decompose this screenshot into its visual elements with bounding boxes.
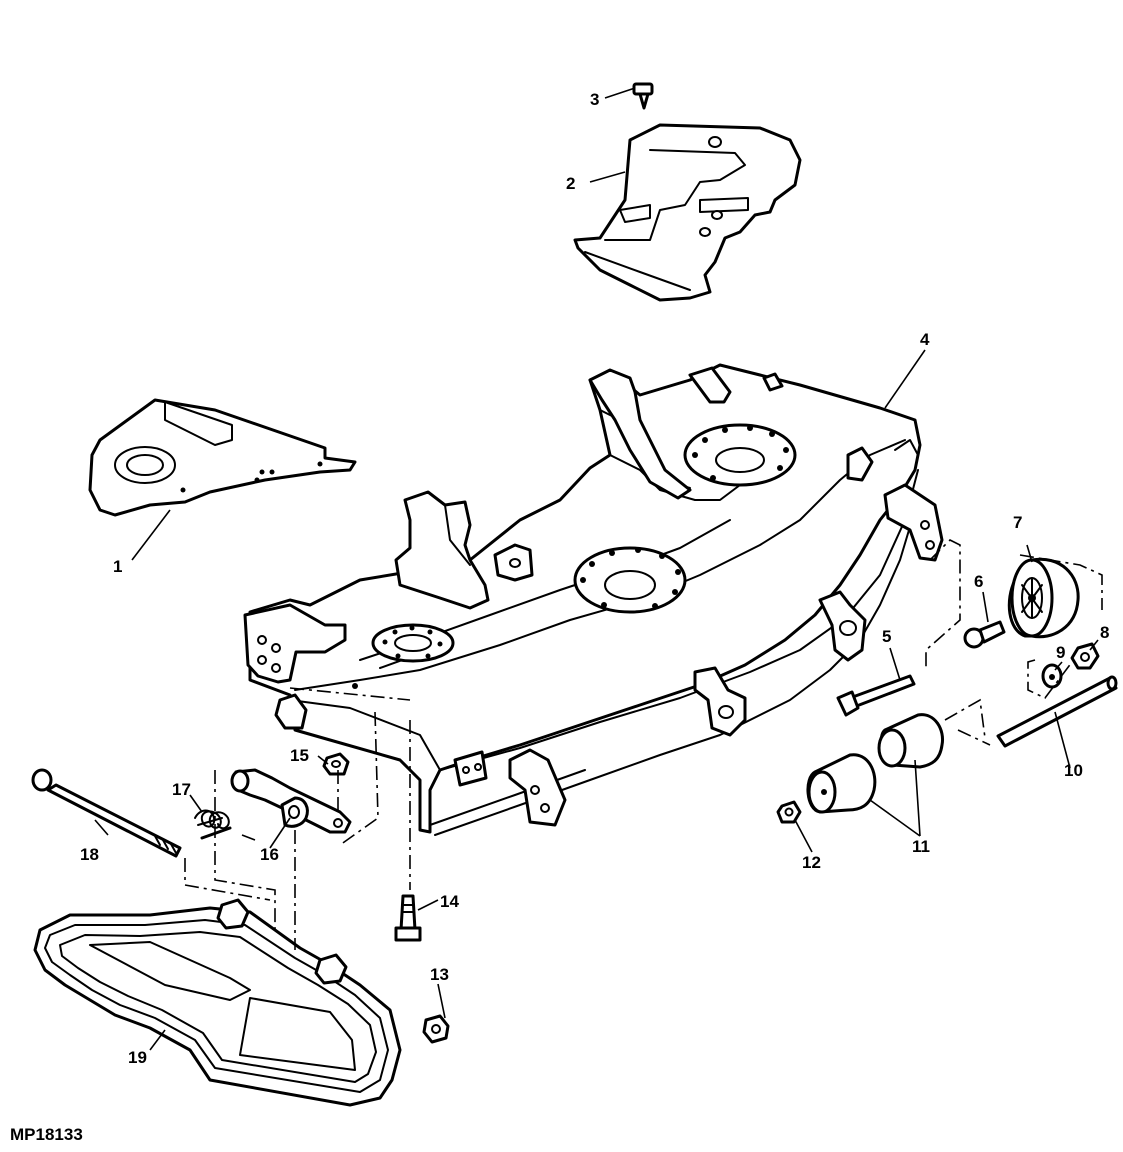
callout-labels: 3 2 1 4 5 6 7 8 9 10 11 12 13 14 15 16 1… <box>80 90 1109 1067</box>
part-3-screw <box>632 82 654 110</box>
part-17-spring <box>194 809 232 840</box>
callout-7: 7 <box>1013 513 1022 532</box>
callout-14: 14 <box>440 892 459 911</box>
callout-17: 17 <box>172 780 191 799</box>
part-18-long-bolt <box>31 768 182 858</box>
part-9-washer <box>1041 663 1063 689</box>
part-5-bolt <box>836 674 916 717</box>
callout-11: 11 <box>912 837 930 856</box>
part-19-belt-guard <box>33 898 402 1107</box>
part-7-gauge-wheel <box>1007 557 1080 639</box>
callout-9: 9 <box>1056 643 1065 662</box>
part-1-spindle-shield <box>88 398 357 517</box>
part-10-axle <box>996 675 1118 748</box>
part-11-rollers <box>806 713 945 814</box>
part-15-nut <box>322 752 350 776</box>
leader-lines <box>94 87 1099 1051</box>
part-4-mower-deck <box>243 363 944 836</box>
callout-3: 3 <box>590 90 599 109</box>
callout-15: 15 <box>290 746 309 765</box>
callout-4: 4 <box>920 330 930 349</box>
callout-12: 12 <box>802 853 821 872</box>
callout-13: 13 <box>430 965 449 984</box>
part-16-idler-arm <box>230 768 352 834</box>
callout-5: 5 <box>882 627 891 646</box>
part-12-nut <box>776 800 802 824</box>
callout-6: 6 <box>974 572 983 591</box>
part-13-nut <box>422 1014 450 1044</box>
callout-10: 10 <box>1064 761 1083 780</box>
callout-8: 8 <box>1100 623 1109 642</box>
part-6-shoulder-bolt <box>963 620 1006 649</box>
callout-16: 16 <box>260 845 279 864</box>
callout-19: 19 <box>128 1048 147 1067</box>
part-2-belt-shield <box>573 123 802 302</box>
callout-1: 1 <box>113 557 122 576</box>
figure-id-label: MP18133 <box>10 1125 83 1144</box>
assembly-lines <box>184 539 1103 950</box>
callout-18: 18 <box>80 845 99 864</box>
part-14-bolt <box>394 894 422 942</box>
callout-2: 2 <box>566 174 575 193</box>
part-8-nut <box>1070 642 1100 670</box>
